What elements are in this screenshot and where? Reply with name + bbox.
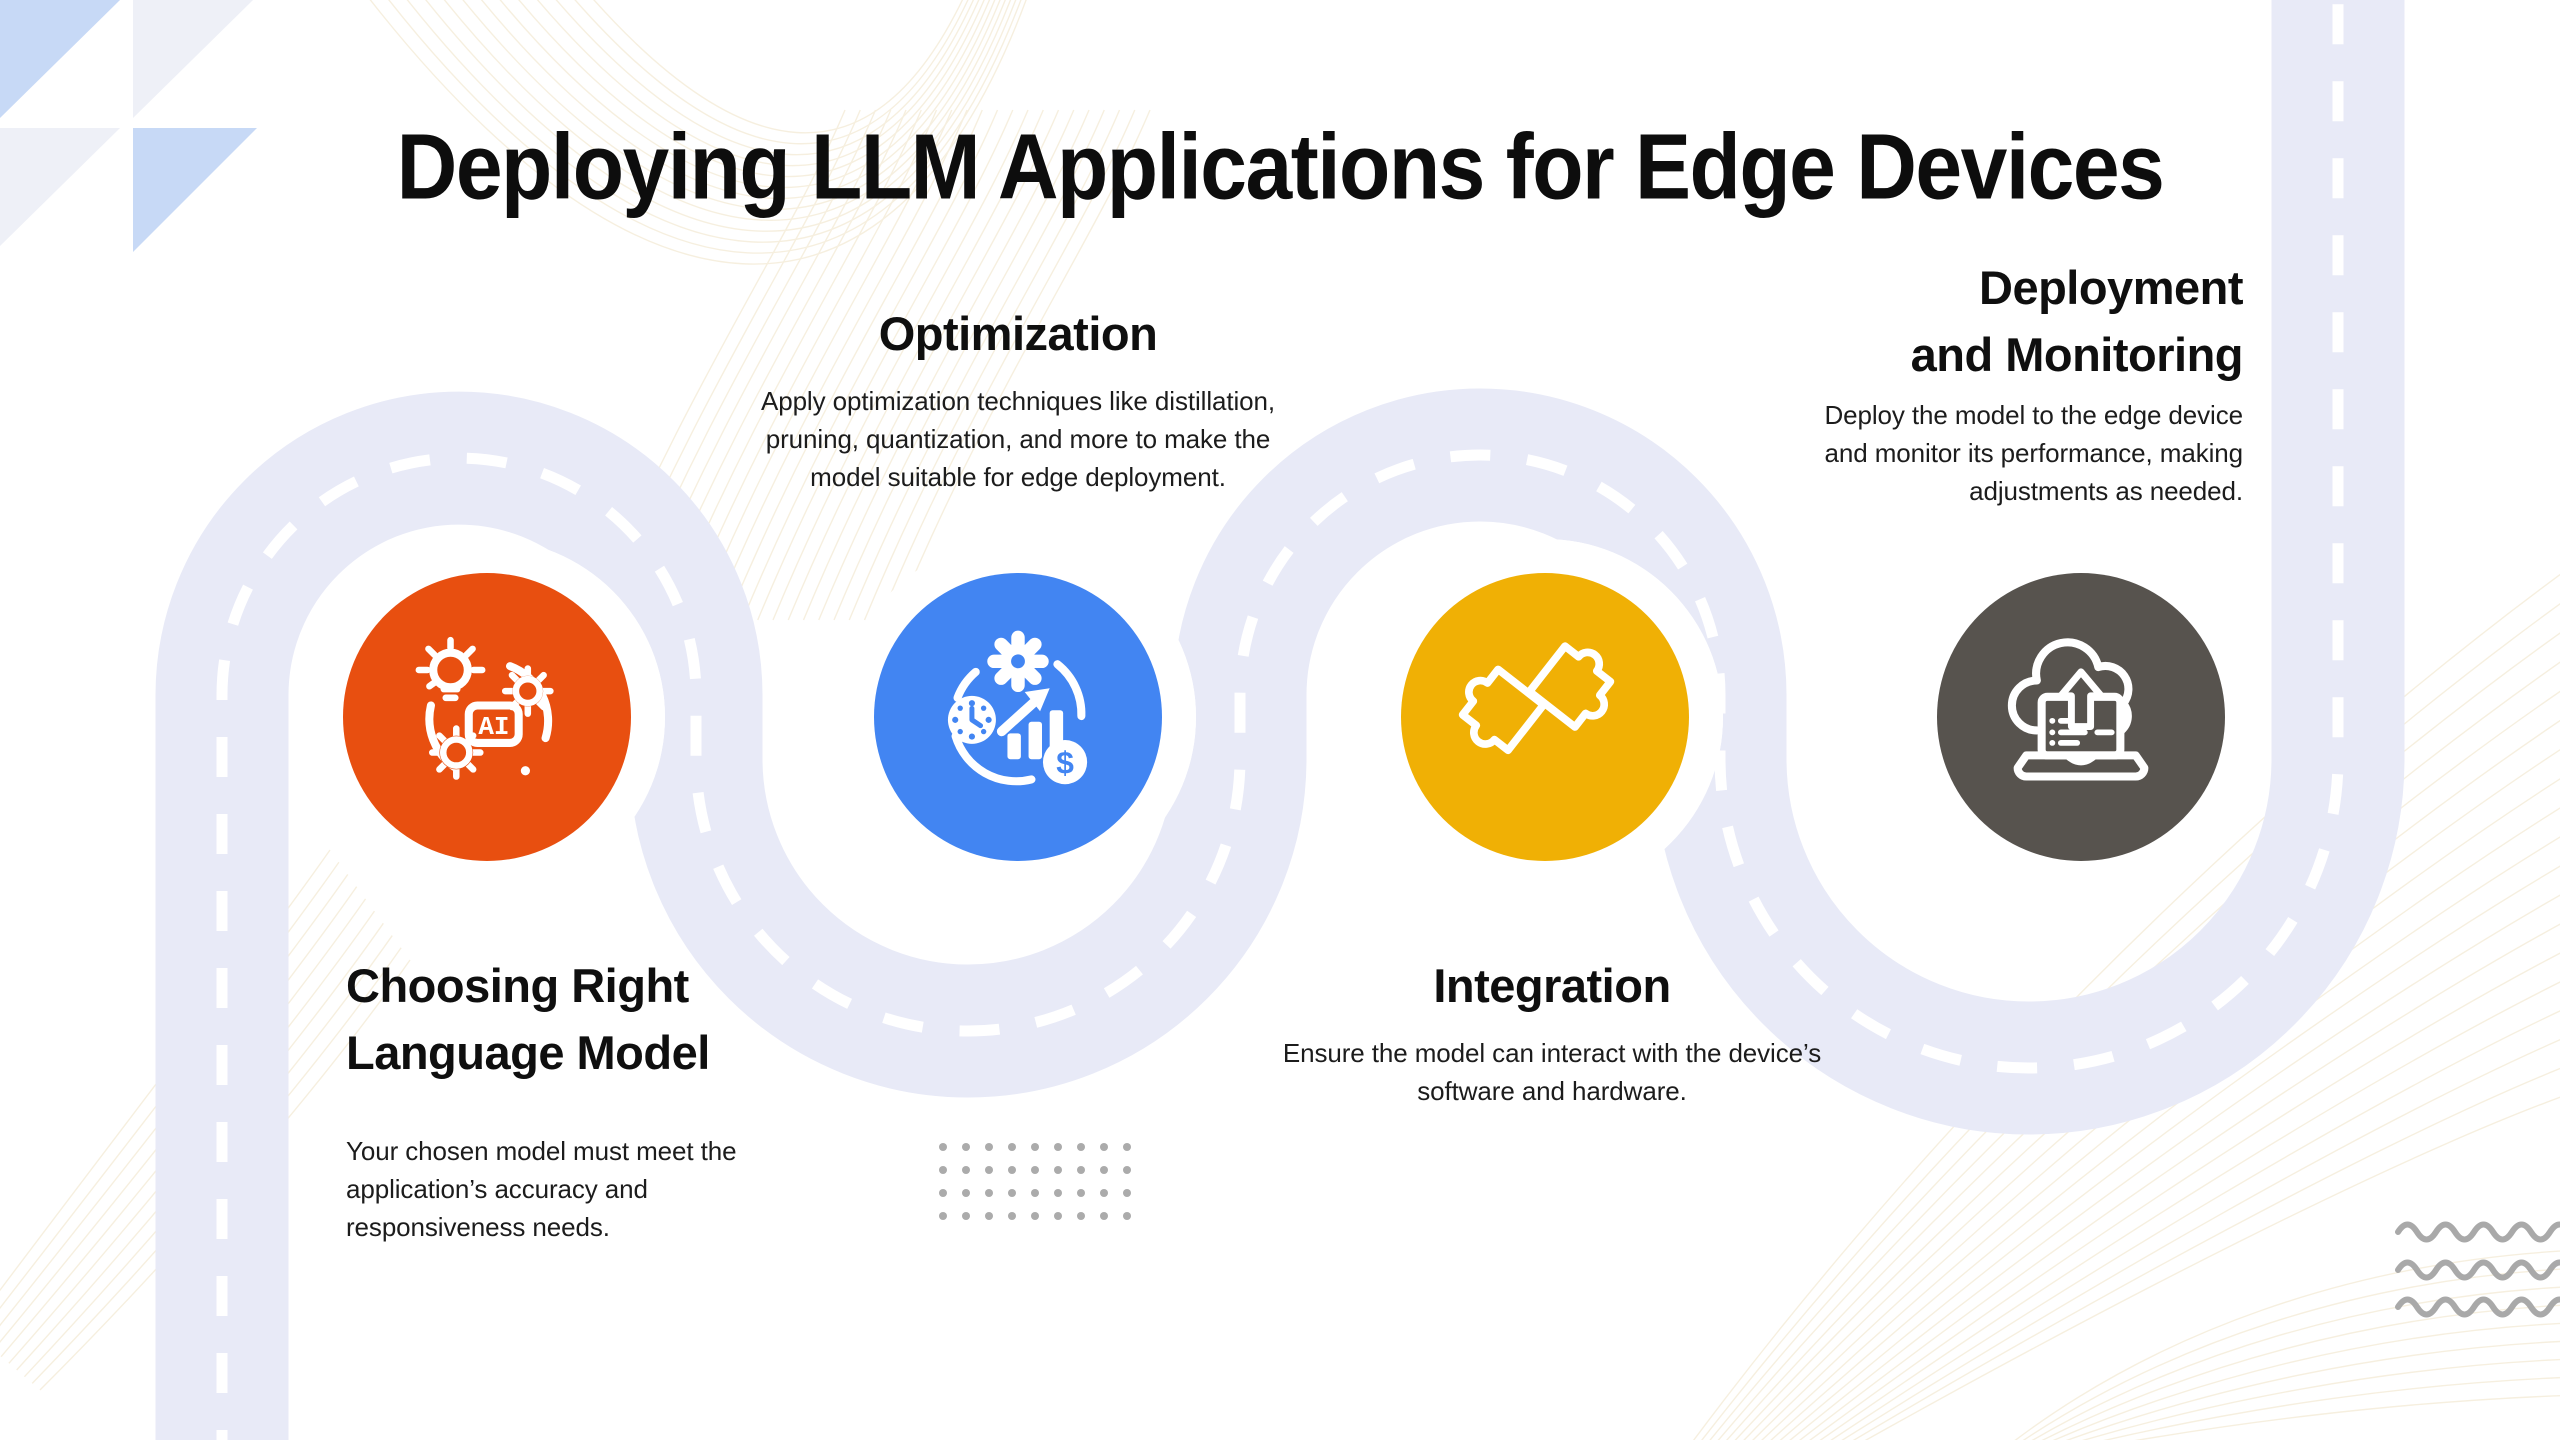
ai-model-lightbulb-icon: AI [415, 636, 554, 780]
step-circle-deployment [1937, 573, 2225, 861]
step-heading-integration: Integration [1282, 953, 1822, 1020]
road-surface [155, 0, 2405, 1440]
gear-icon [501, 665, 554, 717]
triangle-gray-2 [0, 128, 120, 246]
dot-grid-decoration [939, 1143, 1131, 1220]
page-title: Deploying LLM Applications for Edge Devi… [396, 115, 2165, 219]
ai-label: AI [478, 712, 509, 742]
heading-line: Integration [1433, 959, 1671, 1012]
step-body-deployment: Deploy the model to the edge device and … [1824, 400, 2243, 506]
heading-line: Language Model [346, 1025, 710, 1079]
step-heading-optimization: Optimization [758, 301, 1278, 368]
heading-line: Choosing Right [346, 959, 689, 1012]
triangle-gray-1 [133, 0, 253, 118]
step-body-optimization: Apply optimization techniques like disti… [760, 386, 1276, 492]
triangle-pattern-decoration [0, 0, 257, 252]
dollar-symbol: $ [1056, 745, 1074, 781]
upload-arrow-icon [2057, 668, 2105, 731]
gear-icon [987, 630, 1049, 693]
gear-icon [429, 725, 484, 780]
step-circle-choosing-model: AI [343, 573, 631, 861]
step-body-choosing-model: Your chosen model must meet the applicat… [346, 1136, 737, 1242]
step-heading-deployment: Deployment and Monitoring [1783, 255, 2244, 388]
heading-line: and Monitoring [1910, 327, 2244, 381]
triangle-blue-1 [0, 0, 120, 118]
optimization-metrics-icon: $ [947, 630, 1088, 786]
step-circle-optimization: $ [874, 573, 1162, 861]
screen-text-lines [2049, 717, 2115, 746]
heading-line: Deployment [1979, 261, 2244, 314]
step-circle-integration [1401, 573, 1689, 861]
road [155, 0, 2405, 1440]
cloud-upload-laptop-icon [2007, 638, 2149, 781]
triangle-blue-2 [133, 128, 257, 252]
clock-icon [947, 695, 996, 744]
step-body-integration: Ensure the model can interact with the d… [1282, 1038, 1822, 1106]
dollar-coin-icon: $ [1042, 740, 1088, 785]
squiggle-lines-decoration [2395, 1221, 2560, 1318]
step-heading-choosing-model: Choosing Right Language Model [346, 953, 826, 1086]
puzzle-pieces-icon [1458, 642, 1615, 755]
heading-line: Optimization [878, 307, 1158, 360]
